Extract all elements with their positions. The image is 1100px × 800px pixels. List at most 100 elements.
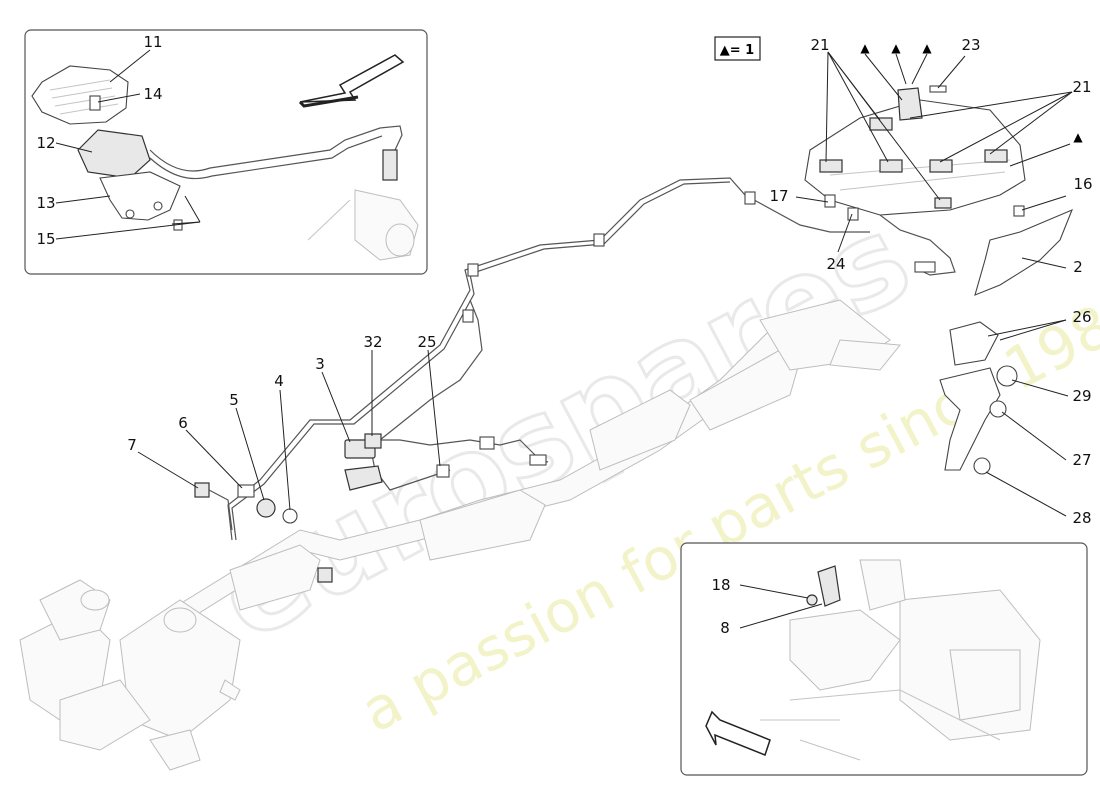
- nut-18: [806, 594, 818, 606]
- connector-7: [194, 482, 210, 498]
- clip-25: [436, 464, 450, 478]
- pad: [934, 197, 952, 209]
- catalyst: [229, 544, 321, 611]
- callout-27: 27: [1072, 451, 1091, 469]
- callout-17: 17: [769, 187, 788, 205]
- leader-17: [795, 196, 829, 203]
- hose-clip: [914, 261, 936, 273]
- leader-28: [985, 471, 1067, 517]
- legend: ▲= 1: [714, 36, 761, 61]
- resonator: [589, 389, 691, 471]
- callout-7: 7: [127, 436, 137, 454]
- vapor-line: [227, 177, 870, 541]
- arrow-shadow: [298, 95, 359, 108]
- leader-21: [909, 91, 1073, 119]
- leader-21: [989, 91, 1073, 155]
- leader-3: [321, 371, 351, 443]
- pad: [879, 159, 903, 173]
- leader-8: [739, 603, 823, 629]
- triangle-icon: ▲: [891, 41, 901, 55]
- legend-text: ▲= 1: [720, 43, 754, 58]
- fuel-pump-module: [897, 87, 923, 121]
- leader: [864, 53, 903, 101]
- triangle-icon: ▲: [922, 41, 932, 55]
- direction-arrow-icon: [705, 710, 771, 756]
- grommet-5: [256, 498, 276, 518]
- leader-5: [235, 407, 265, 501]
- tank-hose: [879, 214, 956, 276]
- connector: [529, 454, 547, 466]
- leader-4: [279, 389, 291, 511]
- leader-13: [55, 195, 111, 204]
- line-clip: [467, 263, 479, 277]
- pad: [819, 159, 843, 173]
- guide-line: [307, 199, 351, 241]
- tank-bracket: [974, 208, 1074, 296]
- bracket-hole: [153, 201, 163, 211]
- module-3: [344, 465, 383, 491]
- tailpipe: [829, 339, 901, 371]
- callout-13: 13: [36, 194, 55, 212]
- leader-11: [109, 49, 151, 83]
- exhaust-system: [19, 177, 901, 771]
- triangle-icon: ▲: [860, 41, 870, 55]
- leader-21: [939, 91, 1073, 163]
- triangle-icon: ▲: [1073, 130, 1083, 144]
- sensor-harness-b: [371, 454, 451, 491]
- callout-2: 2: [1073, 258, 1083, 276]
- callout-25: 25: [417, 333, 436, 351]
- flange-opening: [80, 589, 110, 611]
- callout-24: 24: [826, 255, 845, 273]
- callout-12: 12: [36, 134, 55, 152]
- center-muffler: [419, 489, 546, 561]
- chassis-panel: [789, 609, 901, 691]
- leader-26: [987, 319, 1067, 337]
- branch-line: [379, 299, 483, 441]
- callout-4: 4: [274, 372, 284, 390]
- connector: [479, 436, 495, 450]
- vapor-line-outer: [231, 181, 731, 541]
- callout-29: 29: [1072, 387, 1091, 405]
- callout-21: 21: [1072, 78, 1091, 96]
- leader-2: [1021, 257, 1067, 269]
- chassis-rail: [859, 559, 906, 611]
- heat-shield-ribs: [49, 79, 119, 115]
- leader-26: [999, 319, 1067, 341]
- legend-box: [714, 36, 761, 61]
- nut-17: [824, 194, 836, 208]
- leader-23: [937, 55, 966, 89]
- oxygen-sensor: [382, 149, 398, 181]
- leader-12: [55, 142, 93, 153]
- callout-26: 26: [1072, 308, 1091, 326]
- inset-top-left: [24, 29, 428, 275]
- leader-21: [827, 51, 889, 163]
- flange-opening: [163, 607, 197, 633]
- chassis-lines: [760, 689, 1001, 761]
- leader-15: [55, 221, 201, 240]
- pad: [929, 159, 953, 173]
- wire-7: [208, 489, 233, 531]
- clip-4: [282, 508, 298, 524]
- leader-lines: [55, 49, 1073, 629]
- line-clip: [744, 191, 756, 205]
- leader-18: [739, 584, 809, 599]
- callout-21: 21: [810, 36, 829, 54]
- callout-5: 5: [229, 391, 239, 409]
- line-clip: [593, 233, 605, 247]
- callout-18: 18: [711, 576, 730, 594]
- callout-8: 8: [720, 619, 730, 637]
- leader-21: [825, 51, 829, 163]
- nut-24: [847, 207, 859, 221]
- pad: [869, 117, 893, 131]
- leader-21: [827, 51, 941, 201]
- pin-23: [929, 85, 947, 93]
- bracket-hole: [125, 209, 135, 219]
- leader-27: [1001, 411, 1067, 461]
- callout-labels: 11 14 12 13 15 21 23 21 16 17 24 2 26 29…: [36, 33, 1092, 637]
- leader-24: [837, 213, 853, 253]
- bolt-16: [1013, 205, 1025, 217]
- leader-15b: [171, 221, 201, 225]
- bolt: [89, 95, 101, 111]
